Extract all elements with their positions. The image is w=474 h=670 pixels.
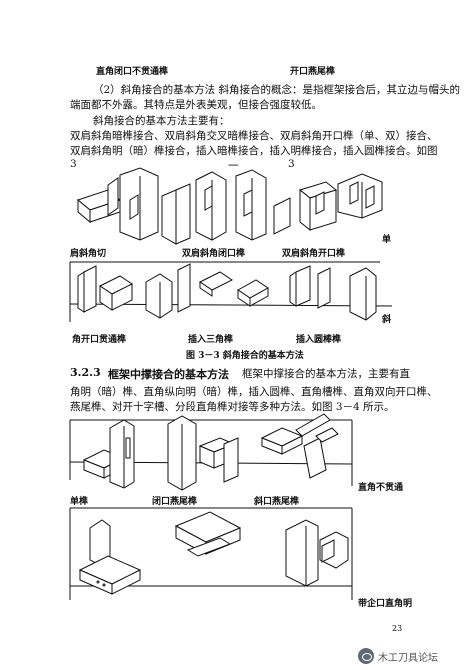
label-row1-left: 肩斜角切: [70, 249, 107, 259]
intro-line-2: 端面都不外露。其特点是外表美观，但接合强度较低。: [70, 99, 322, 111]
section-title: 框架中撑接合的基本方法: [108, 368, 229, 381]
intro-line-1: （2）斜角接合的基本方法 斜角接合的概念：是指框架接合后，其立边与帽头的: [93, 84, 461, 96]
watermark: 木工刀具论坛: [358, 646, 438, 666]
intro-line-4: 双肩斜角暗榫接合、双肩斜角交叉暗榫接合、双肩斜角开口榫（单、双）接合、: [70, 130, 438, 142]
label-fig34-c: 斜口燕尾榫: [254, 497, 300, 507]
watermark-text: 木工刀具论坛: [378, 652, 438, 664]
figure-3-3-marker-right: 3: [288, 158, 295, 170]
section-number: 3.2.3: [70, 366, 101, 379]
caption-open-dovetail: 开口燕尾榫: [290, 67, 336, 77]
figure-3-3-caption: 图 3－3 斜角接合的基本方法: [186, 351, 304, 361]
intro-line-3: 斜角接合的基本方法主要有：: [93, 115, 230, 127]
caption-closed-mortise: 直角闭口不贯通榫: [96, 67, 169, 77]
label-fig34-b: 闭口燕尾榫: [152, 497, 198, 507]
section-line-2: 角明（暗）榫、直角纵向明（暗）榫，插入圆榫、直角槽榫、直角双向开口榫、: [70, 386, 438, 398]
label-fig34-edge-1: 直角不贯通: [358, 483, 404, 493]
label-row1-mid: 双肩斜角闭口榫: [182, 249, 246, 259]
label-fig34-a: 单榫: [70, 497, 89, 507]
label-row2-right: 插入圆棒榫: [296, 335, 342, 345]
section-line-1-tail: 框架中撑接合的基本方法，主要有直: [242, 368, 410, 380]
wechat-icon: [358, 648, 374, 664]
label-row2-mid: 插入三角榫: [188, 335, 234, 345]
section-line-3: 燕尾榫、对开十字槽、分段直角榫对接等多种方法。如图 3－4 所示。: [70, 401, 395, 413]
label-fig34-edge-2: 带企口直角明: [358, 599, 413, 609]
label-row2-edge: 斜: [382, 315, 392, 325]
label-row2-left: 角开口贯通榫: [72, 335, 127, 345]
label-row1-edge: 单: [382, 235, 392, 245]
page-number: 23: [392, 624, 403, 633]
intro-line-5: 双肩斜角明（暗）榫接合，插入暗榫接合，插入明榫接合，插入圆榫接合。如图: [70, 145, 438, 157]
figure-3-3-marker-left: 3: [70, 158, 77, 170]
label-row1-right: 双肩斜角开口榫: [282, 249, 346, 259]
figure-3-3-marker-mid: 一: [228, 160, 239, 172]
